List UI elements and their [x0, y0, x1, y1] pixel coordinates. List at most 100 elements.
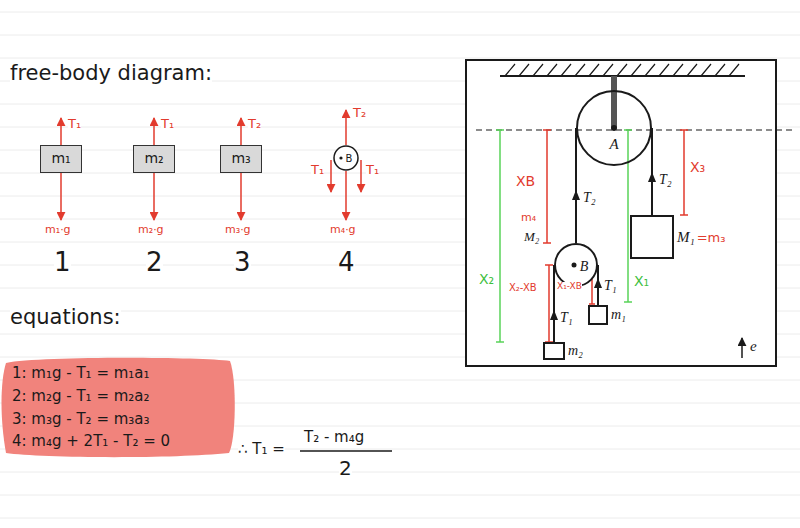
force-label: T₁ — [161, 117, 174, 131]
fraction-bar — [300, 450, 392, 452]
force-arrow — [240, 173, 242, 220]
equation: 1: m₁g - T₁ = m₁a₁ — [12, 365, 150, 382]
pulley: B — [554, 243, 598, 287]
mass-block: M₁=m₃ — [630, 215, 674, 259]
mass-block: m₂ — [133, 145, 175, 173]
rope — [651, 128, 653, 215]
equation: 4: m₄g + 2T₁ - T₂ = 0 — [12, 433, 170, 450]
pulley-outline — [554, 243, 598, 287]
dimension-bracket — [680, 130, 688, 215]
pulley-wheel — [577, 91, 651, 165]
force-label: T₁ — [366, 163, 379, 177]
fraction-denominator: 2 — [339, 457, 352, 479]
node-label: B — [580, 259, 589, 274]
mass-block: m₁ — [40, 145, 82, 173]
tension-label: T₂ — [583, 190, 596, 205]
force-arrow — [153, 173, 155, 220]
pulley-outline — [576, 90, 652, 166]
force-arrow — [153, 118, 155, 145]
highlight — [2, 358, 235, 457]
node-label: B — [346, 153, 353, 164]
ceiling — [500, 75, 745, 77]
node-text-group: m₁ — [611, 307, 626, 322]
datum-line — [476, 129, 796, 130]
force-arrow — [60, 173, 62, 220]
node-text-group: m₂ — [144, 151, 163, 166]
diagram-number: 2 — [146, 248, 163, 277]
direction-arrow — [741, 338, 743, 358]
dimension-bracket — [543, 130, 551, 243]
node-text-group: B — [346, 153, 353, 164]
rope — [553, 265, 555, 342]
ceiling-hatch — [505, 64, 739, 76]
node-label: m₁ — [51, 151, 70, 166]
fraction-numerator: T₂ - m₄g — [304, 429, 364, 446]
ruled-lines — [0, 12, 800, 518]
mass-block: m₃ — [220, 145, 262, 173]
tension-label: T₁ — [604, 278, 617, 293]
force-label: m₁·g — [45, 224, 71, 236]
section-heading: equations: — [10, 306, 121, 329]
force-arrow — [60, 118, 62, 145]
dimension-bracket — [496, 130, 504, 342]
force-arrow — [345, 171, 347, 220]
node-label: m₁ — [611, 307, 626, 322]
mass-block: m₁ — [588, 305, 608, 325]
diagram-number: 3 — [234, 248, 251, 277]
force-label: m₂·g — [138, 224, 164, 236]
force-arrow — [345, 110, 347, 145]
axle-dot — [611, 125, 617, 131]
mass-label: M₂ — [524, 230, 539, 244]
axle-dot — [572, 263, 577, 268]
node-text-group: A — [609, 136, 618, 153]
node-text-group: B — [580, 259, 589, 274]
force-arrow — [360, 160, 362, 192]
rope — [597, 265, 599, 305]
diagram-number: 4 — [338, 248, 355, 277]
dimension-label: X₁-XB — [557, 282, 582, 292]
figure-frame — [466, 60, 776, 366]
force-label: T₁ — [311, 163, 324, 177]
node-text-group: M₁=m₃ — [677, 229, 726, 246]
axle-dot — [339, 156, 342, 159]
dimension-label: X₃ — [690, 160, 705, 175]
node-label: =m₃ — [697, 231, 726, 245]
node-text-group: m₂ — [568, 343, 583, 358]
force-label: m₄·g — [330, 224, 356, 236]
node-label: m₂ — [144, 151, 163, 166]
force-label: T₁ — [68, 117, 81, 131]
node-text-group: m₃ — [231, 151, 250, 166]
dimension-label: XB — [516, 174, 535, 189]
pulley-body: B — [333, 145, 359, 171]
dimension-bracket — [545, 265, 553, 342]
pulley-rod — [611, 76, 617, 128]
mass-label: m₄ — [521, 212, 536, 224]
tension-label: T₂ — [659, 172, 672, 187]
pulley-wheel — [334, 146, 358, 170]
force-label: T₂ — [353, 106, 366, 120]
node-label: m₂ — [568, 343, 583, 358]
dimension-label: X₂ — [479, 272, 494, 287]
section-heading: free-body diagram: — [10, 62, 212, 85]
tension-label: T₁ — [560, 310, 573, 325]
axis-label: e — [750, 338, 757, 355]
dimension-label: X₂-XB — [509, 282, 537, 293]
node-label: M₁ — [677, 229, 695, 246]
pulley: A — [576, 90, 652, 166]
rope — [575, 128, 577, 243]
node-label: m₃ — [231, 151, 250, 166]
force-arrow — [330, 160, 332, 192]
equation: 3: m₃g - T₂ = m₃a₃ — [12, 411, 150, 428]
dimension-label: X₁ — [634, 274, 649, 289]
mass-block: m₂ — [543, 342, 565, 360]
diagram-number: 1 — [54, 248, 71, 277]
force-arrow — [240, 118, 242, 145]
force-label: T₂ — [248, 117, 261, 131]
node-text-group: m₁ — [51, 151, 70, 166]
pulley-wheel — [555, 244, 597, 286]
force-label: m₃·g — [225, 224, 251, 236]
equation: ∴ T₁ = — [238, 441, 285, 458]
equation: 2: m₂g - T₁ = m₂a₂ — [12, 388, 150, 405]
